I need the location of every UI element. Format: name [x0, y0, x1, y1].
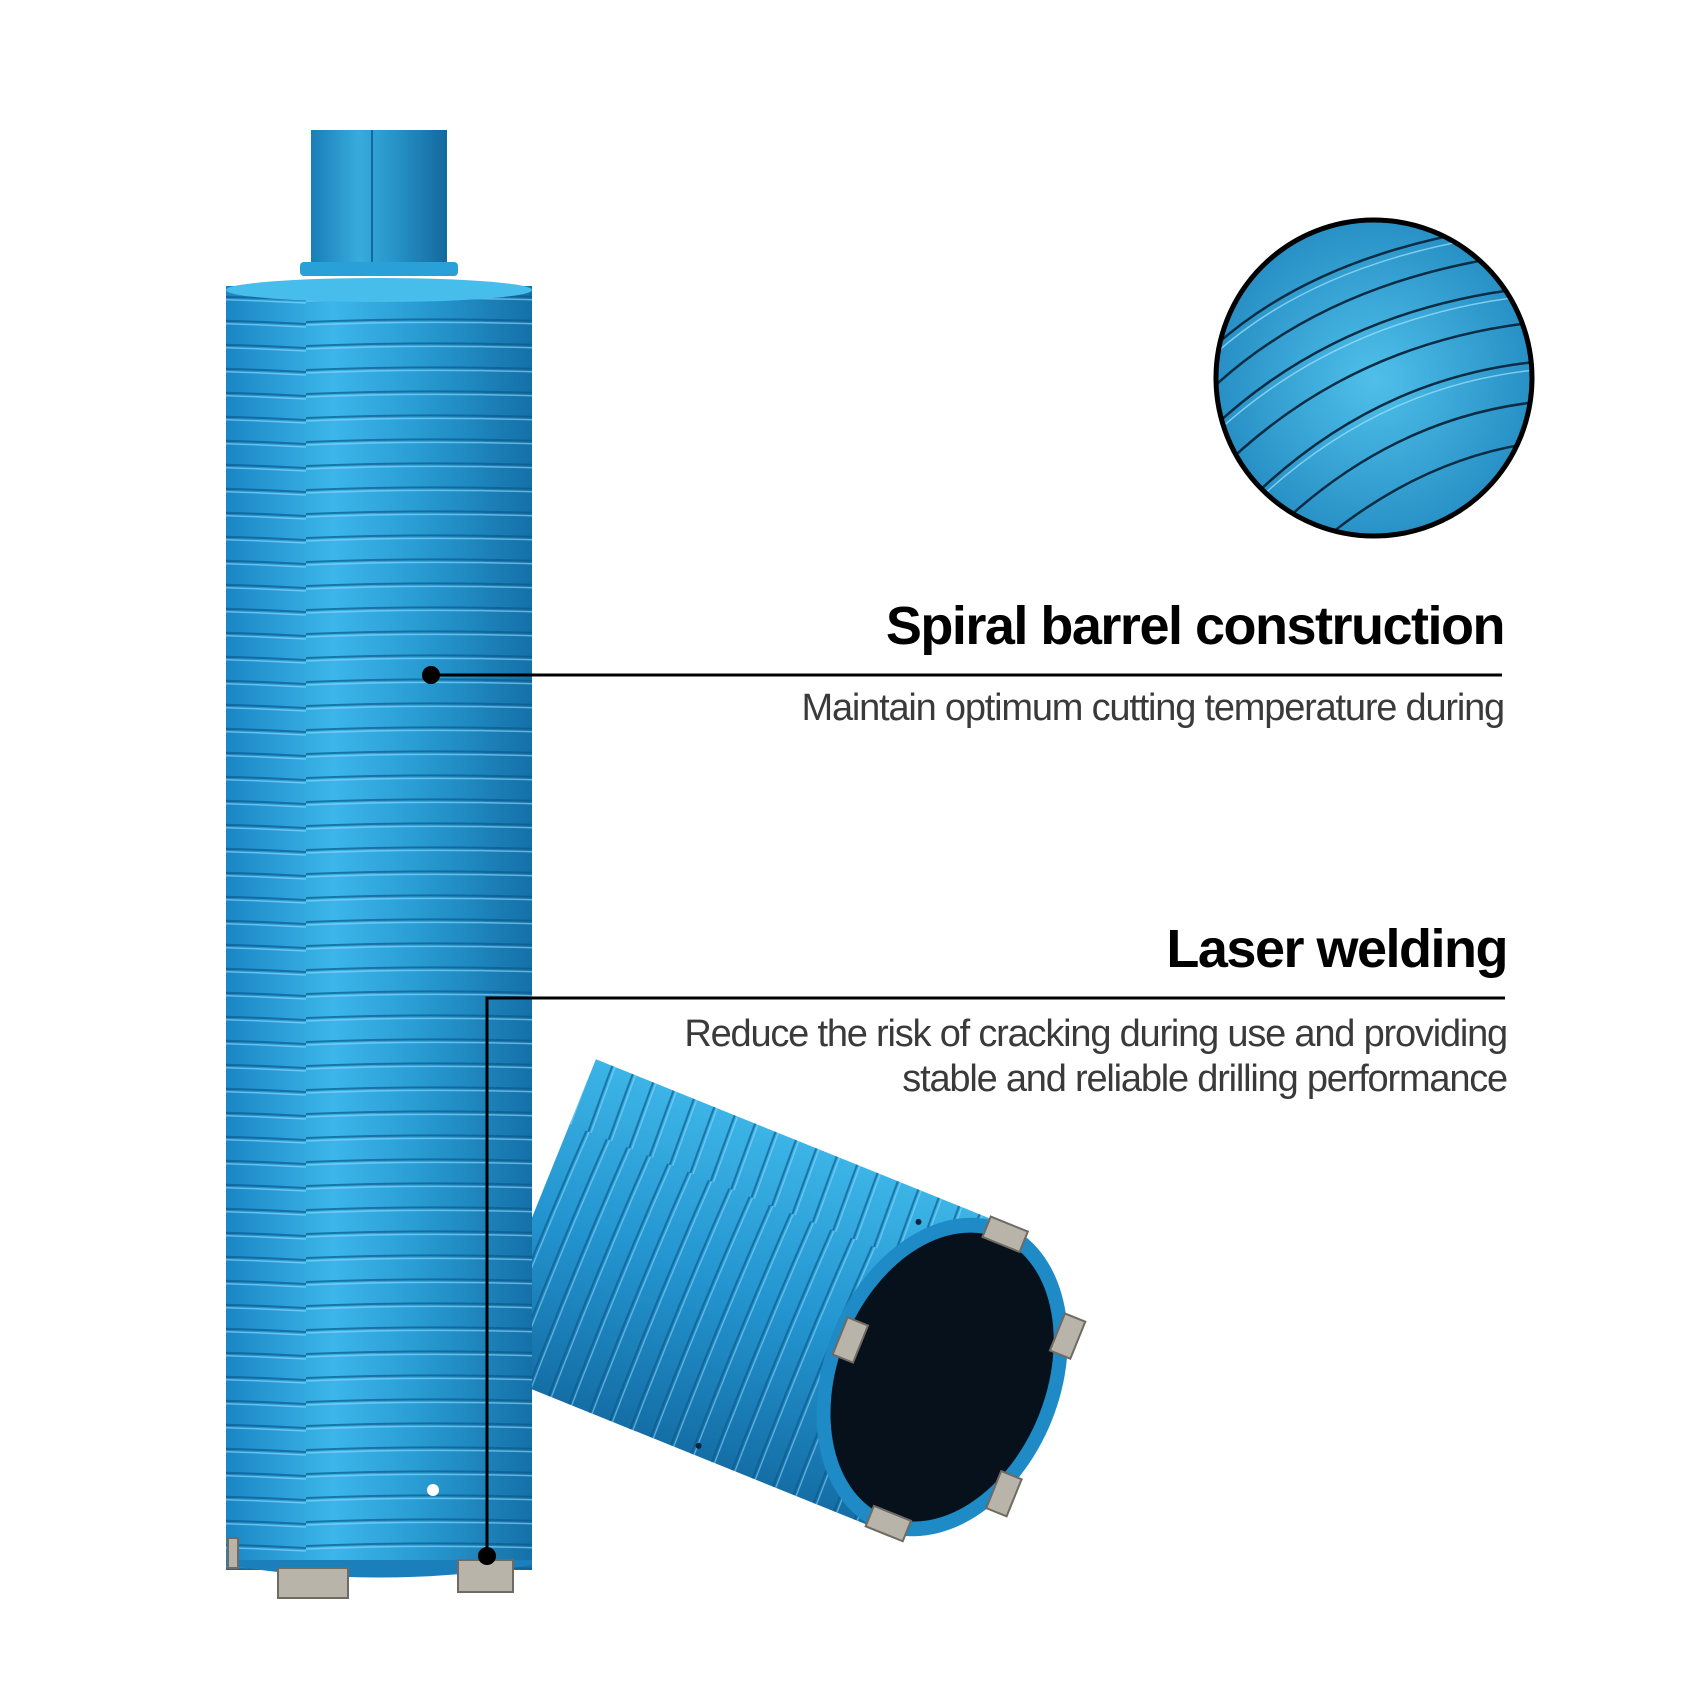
lying-core-drill [472, 1059, 1087, 1543]
feature-description-spiral: Maintain optimum cutting temperature dur… [801, 687, 1506, 729]
feature-title-laser: Laser welding [1166, 919, 1508, 979]
feature-description-laser-line2: stable and reliable drilling performance [902, 1058, 1508, 1100]
feature-title-spiral: Spiral barrel construction [885, 596, 1506, 656]
callout-laser [478, 996, 1505, 1565]
spiral-detail-inset [1213, 217, 1535, 539]
callout-spiral [422, 666, 1502, 684]
standing-core-drill [226, 130, 532, 1599]
feature-description-laser-line1: Reduce the risk of cracking during use a… [684, 1013, 1508, 1055]
